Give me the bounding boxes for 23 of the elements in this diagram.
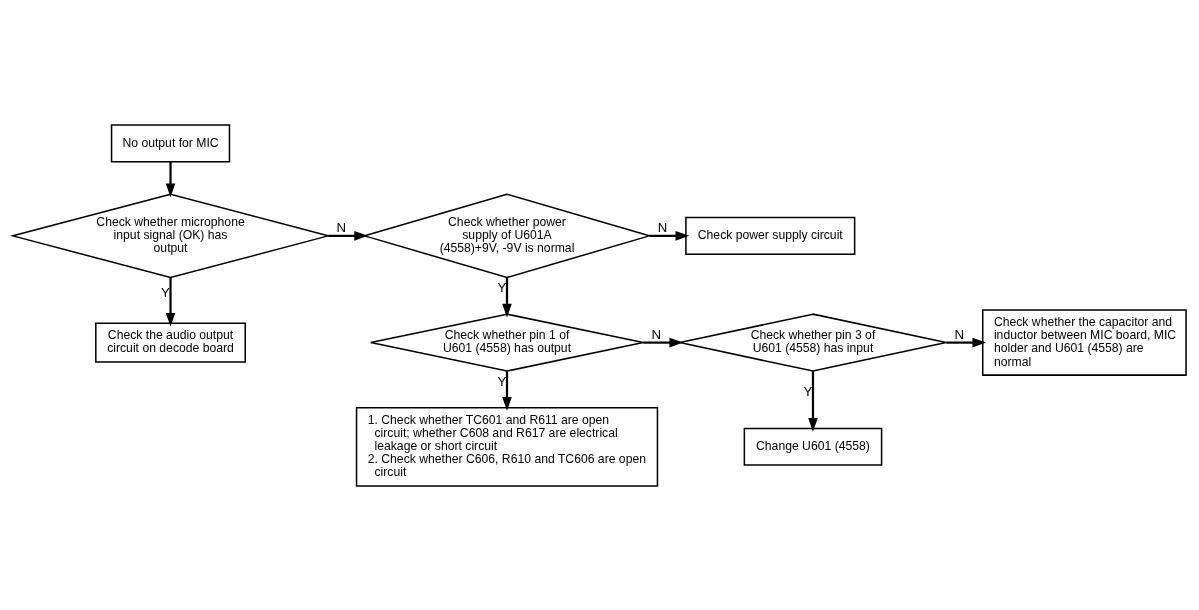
arrow [649, 230, 690, 241]
arrow [946, 337, 987, 347]
node-box: No output for MIC [110, 123, 231, 162]
arrow [643, 337, 684, 347]
arrow [328, 230, 368, 241]
node-diamond: Check whether pin 1 of U601 (4558) has output [370, 312, 644, 372]
edge-label: Y [803, 383, 813, 399]
node-box: Check whether the capacitor and inductor between MIC board, MIC holder and U601 (4558) are normal [981, 308, 1187, 376]
edge-label: N [336, 219, 347, 235]
edge-label: Y [497, 373, 507, 389]
edge-label: Y [497, 279, 507, 295]
arrow [808, 370, 818, 432]
node-box: 1. Check whether TC601 and R611 are open circuit; whether C608 and R617 are electrical leakage or short circuit 2. Check whether C606, R610 and TC606 are open circuit [355, 406, 659, 487]
edge-label: N [954, 326, 965, 342]
edge-label: N [651, 326, 662, 342]
node-diamond: Check whether pin 3 of U601 (4558) has input [679, 312, 947, 372]
edge-label: N [657, 219, 668, 235]
arrow [502, 370, 512, 411]
node-box: Change U601 (4558) [743, 427, 883, 466]
arrow [165, 161, 176, 197]
node-box: Check power supply circuit [685, 216, 856, 255]
arrow [502, 277, 512, 317]
node-box: Check the audio output circuit on decode board [95, 322, 246, 363]
